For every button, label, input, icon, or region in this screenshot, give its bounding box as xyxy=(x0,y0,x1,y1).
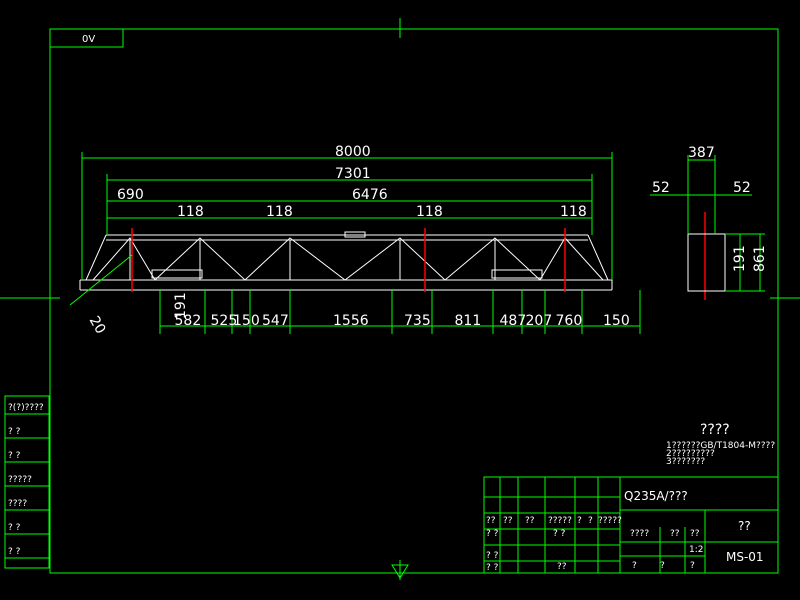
notes-title: ???? xyxy=(700,422,730,438)
bottom-dim-5: 735 xyxy=(404,313,431,329)
side-height-191: 191 xyxy=(732,245,748,272)
angle-leader xyxy=(69,254,133,306)
bottom-dim-4: 1556 xyxy=(333,313,369,329)
title-drawing-no: MS-01 xyxy=(726,550,764,564)
tb-left-mark-2: ? ? xyxy=(486,563,499,573)
dim-vertical-191: 191 xyxy=(173,292,189,319)
bottom-dim-ticks xyxy=(159,290,641,334)
title-design-label: ???? xyxy=(630,529,649,539)
left-strip-label-2: ? ? xyxy=(8,451,21,461)
dimension-lines xyxy=(81,152,640,327)
left-strip-cells: ?(?)???? ? ? ? ?????????? ? ? ? ? xyxy=(5,403,49,559)
bottom-dim-6: 811 xyxy=(455,313,482,329)
side-view-dims xyxy=(650,155,765,292)
bottom-dim-9: 760 xyxy=(556,313,583,329)
title-material: Q235A/??? xyxy=(624,489,688,503)
notes-line-3: 3??????? xyxy=(666,457,705,467)
dim-end-offset: 690 xyxy=(117,187,144,203)
title-sign-1: ? xyxy=(632,561,637,571)
side-width: 387 xyxy=(688,145,715,161)
bottom-dim-10: 150 xyxy=(603,313,630,329)
left-strip-label-3: ????? xyxy=(8,475,32,485)
side-view xyxy=(687,233,726,292)
truss-front-view xyxy=(79,231,613,291)
bottom-dim-3: 547 xyxy=(262,313,289,329)
tb-row-label-3: ????? xyxy=(548,516,572,526)
bottom-dim-8: 207 xyxy=(526,313,553,329)
dim-gap-118-d: 118 xyxy=(560,204,587,220)
left-revision-strip xyxy=(4,395,50,569)
left-strip-label-1: ? ? xyxy=(8,427,21,437)
tb-left-mark-0: ? ? xyxy=(486,529,499,539)
tb-row-label-6: ????? xyxy=(598,516,622,526)
dim-inner-span: 6476 xyxy=(352,187,388,203)
side-right-offset: 52 xyxy=(733,180,751,196)
title-col-1: ?? xyxy=(670,529,680,539)
dim-gap-118-a: 118 xyxy=(177,204,204,220)
tb-row-label-1: ?? xyxy=(503,516,513,526)
title-block-grid xyxy=(484,477,686,573)
title-block-row-labels: ?????????????????? xyxy=(486,516,622,526)
dim-gap-118-b: 118 xyxy=(266,204,293,220)
tb-row-label-5: ? xyxy=(588,516,593,526)
title-part-name: ?? xyxy=(738,519,751,533)
side-left-offset: 52 xyxy=(652,180,670,196)
drawing-frame xyxy=(0,18,800,580)
title-col-2: ?? xyxy=(690,529,700,539)
bottom-dim-2: 150 xyxy=(233,313,260,329)
left-strip-label-4: ???? xyxy=(8,499,27,509)
title-sign-2: ? xyxy=(660,561,665,571)
bottom-dim-1: 525 xyxy=(211,313,238,329)
tb-row-label-4: ? xyxy=(577,516,582,526)
bottom-dim-0: 582 xyxy=(175,313,202,329)
notes-line-2: 2????????? xyxy=(666,449,715,459)
tb-left-mark-1: ? ? xyxy=(486,551,499,561)
left-strip-label-6: ? ? xyxy=(8,547,21,557)
notes-line-1: 1??????GB/T1804-M???? xyxy=(666,441,775,451)
dim-angle: 20 xyxy=(86,313,109,336)
view-tag: 0V xyxy=(82,34,95,45)
dim-span: 7301 xyxy=(335,166,371,182)
title-block xyxy=(483,476,779,574)
title-sign-3: ? xyxy=(690,561,695,571)
side-height-861: 861 xyxy=(752,245,768,272)
dim-overall-length: 8000 xyxy=(335,144,371,160)
title-block-left-marks: ? ? ? ? ? ? ? ? xyxy=(486,529,566,573)
centerlines xyxy=(131,212,706,300)
tb-left-mark-3: ? ? xyxy=(553,529,566,539)
tb-row-label-2: ?? xyxy=(525,516,535,526)
left-strip-label-0: ?(?)???? xyxy=(8,403,44,413)
title-bottom-mark: ?? xyxy=(557,562,567,572)
title-scale: 1:2 xyxy=(689,545,703,555)
left-strip-label-5: ? ? xyxy=(8,523,21,533)
tb-row-label-0: ?? xyxy=(486,516,496,526)
dim-gap-118-c: 118 xyxy=(416,204,443,220)
bottom-dim-7: 487 xyxy=(500,313,527,329)
